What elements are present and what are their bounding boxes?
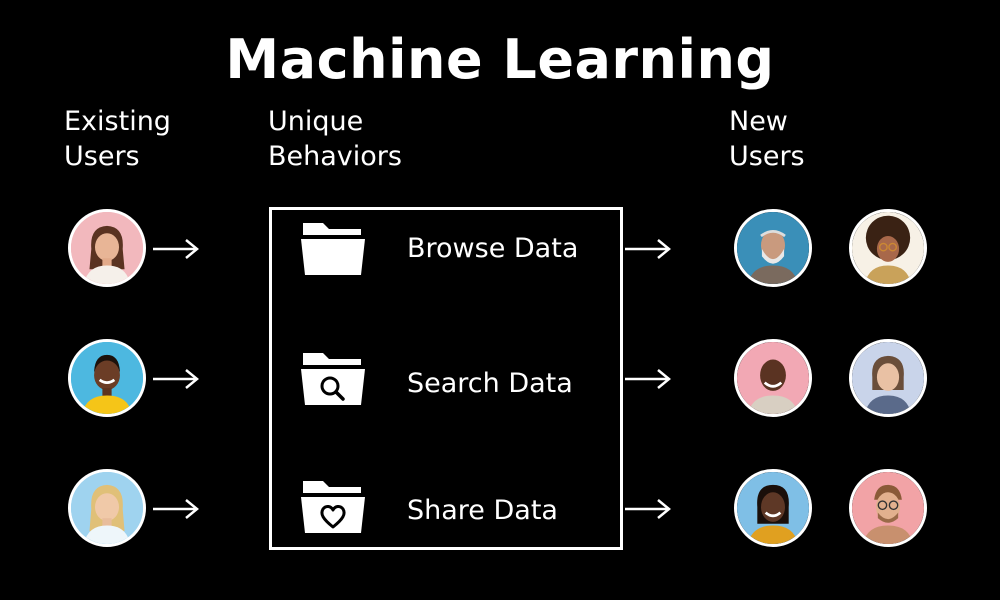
behavior-label-share: Share Data (407, 495, 558, 526)
arrow-right-icon (153, 499, 199, 519)
existing-user-avatar (68, 209, 146, 287)
behaviors-box (269, 207, 623, 550)
existing-user-avatar (68, 339, 146, 417)
existing-users-label: Existing Users (64, 106, 171, 172)
behavior-label-browse: Browse Data (407, 233, 579, 264)
arrow-right-icon (625, 239, 671, 259)
new-user-avatar (734, 339, 812, 417)
new-user-avatar (734, 209, 812, 287)
existing-user-avatar (68, 469, 146, 547)
new-user-avatar (849, 469, 927, 547)
arrow-right-icon (153, 239, 199, 259)
new-user-avatar (734, 469, 812, 547)
arrow-right-icon (625, 499, 671, 519)
arrow-right-icon (625, 369, 671, 389)
folder-icon (301, 223, 365, 275)
arrow-right-icon (153, 369, 199, 389)
unique-behaviors-label: Unique Behaviors (268, 106, 402, 172)
folder-search-icon (301, 353, 365, 405)
new-users-label: New Users (729, 106, 805, 172)
page-title: Machine Learning (225, 28, 775, 91)
folder-heart-icon (301, 481, 365, 533)
new-user-avatar (849, 339, 927, 417)
new-user-avatar (849, 209, 927, 287)
behavior-label-search: Search Data (407, 368, 573, 399)
